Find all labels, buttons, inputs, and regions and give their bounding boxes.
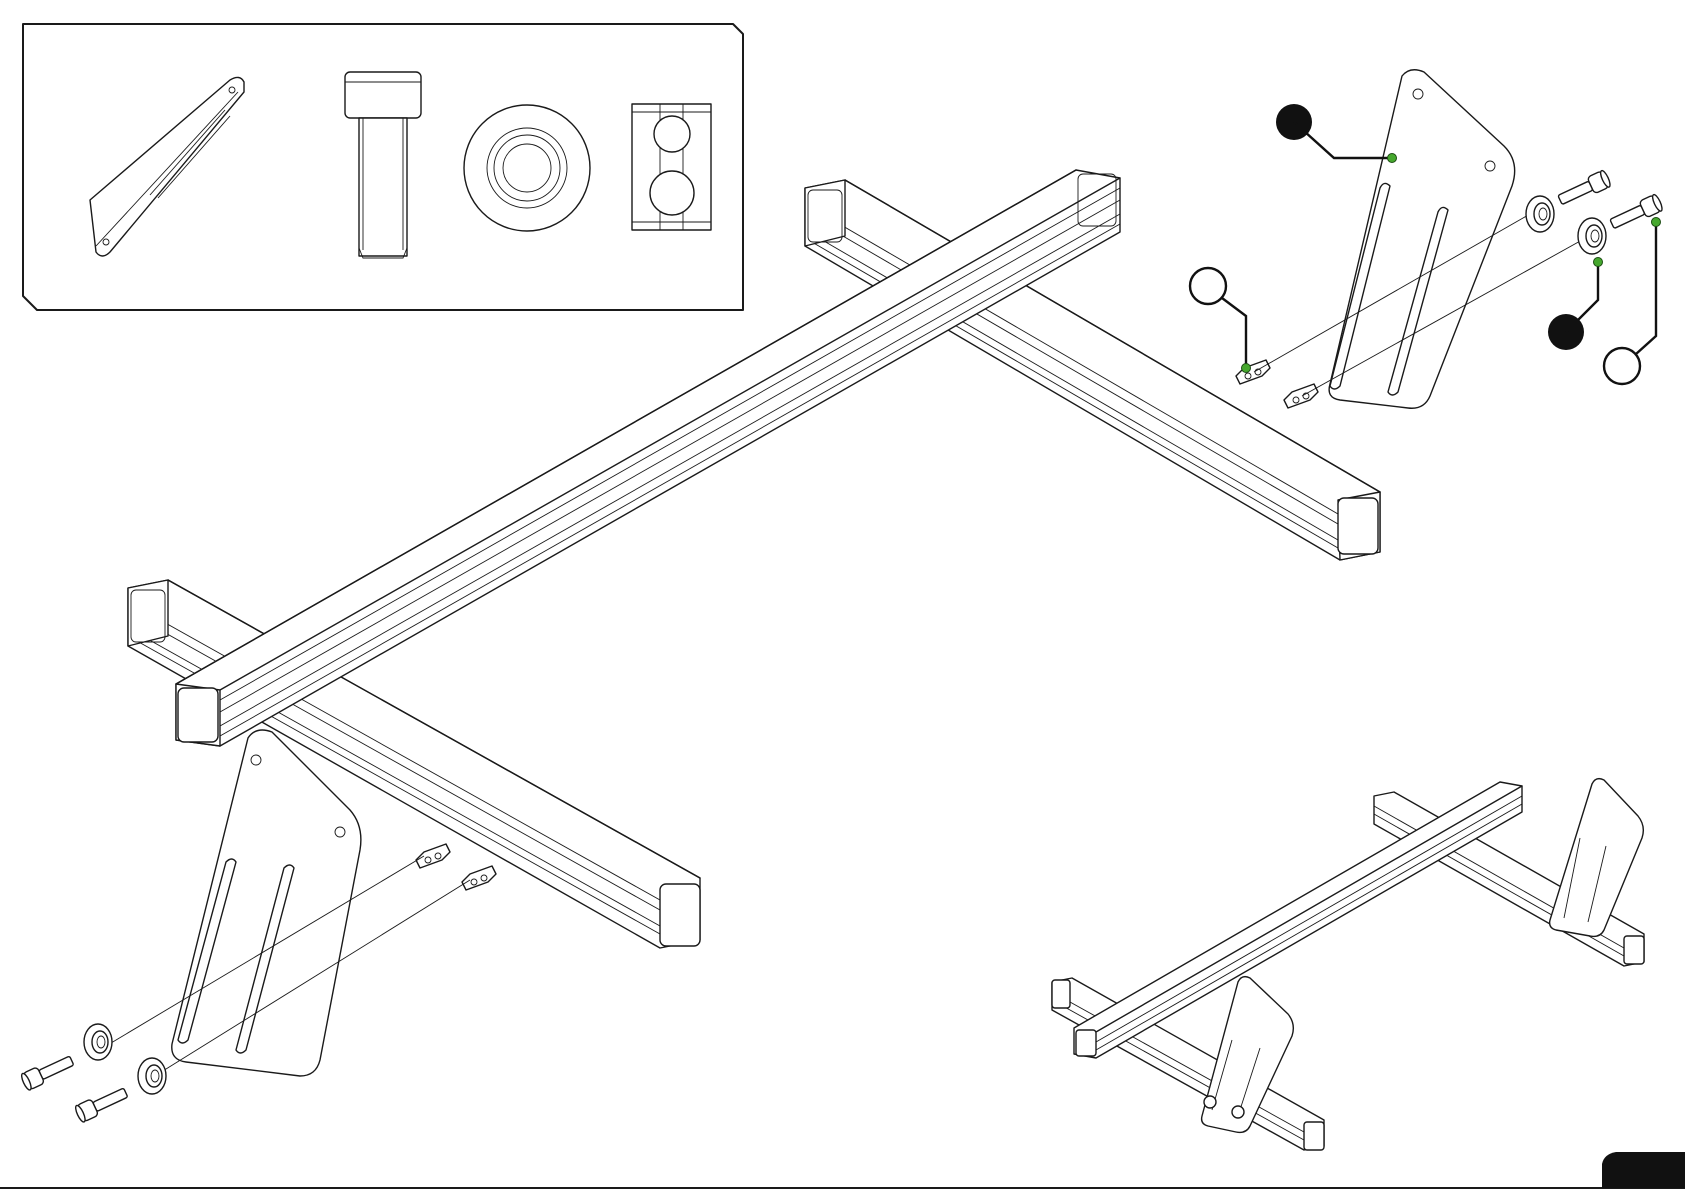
rear-washer-1 [1526,196,1554,232]
long-beam [176,170,1120,746]
plate-callout [1276,104,1397,163]
front-screw-1 [20,1052,76,1091]
rear-tnut-1 [1236,360,1270,384]
parts-slotted-plate [90,77,244,256]
parts-t-nut [632,104,711,230]
front-washer-2 [138,1058,166,1094]
screw-callout [1604,218,1661,385]
parts-cap-screw [345,72,421,258]
front-tnut-1 [416,844,450,868]
front-screw-2 [74,1084,130,1123]
front-tnut-2 [462,866,496,890]
rear-tnut-2 [1284,384,1318,408]
rear-washer-2 [1578,218,1606,254]
washer-callout [1548,258,1603,351]
parts-box [23,24,743,310]
front-left-plate [172,730,361,1076]
assembled-preview [1052,779,1644,1150]
tnut-callout [1190,268,1251,373]
front-washer-1 [84,1024,112,1060]
page-tab [1602,1152,1685,1188]
parts-washer [464,105,590,231]
main-frame-assembly [20,70,1664,1123]
rear-screw-1 [1556,169,1612,208]
